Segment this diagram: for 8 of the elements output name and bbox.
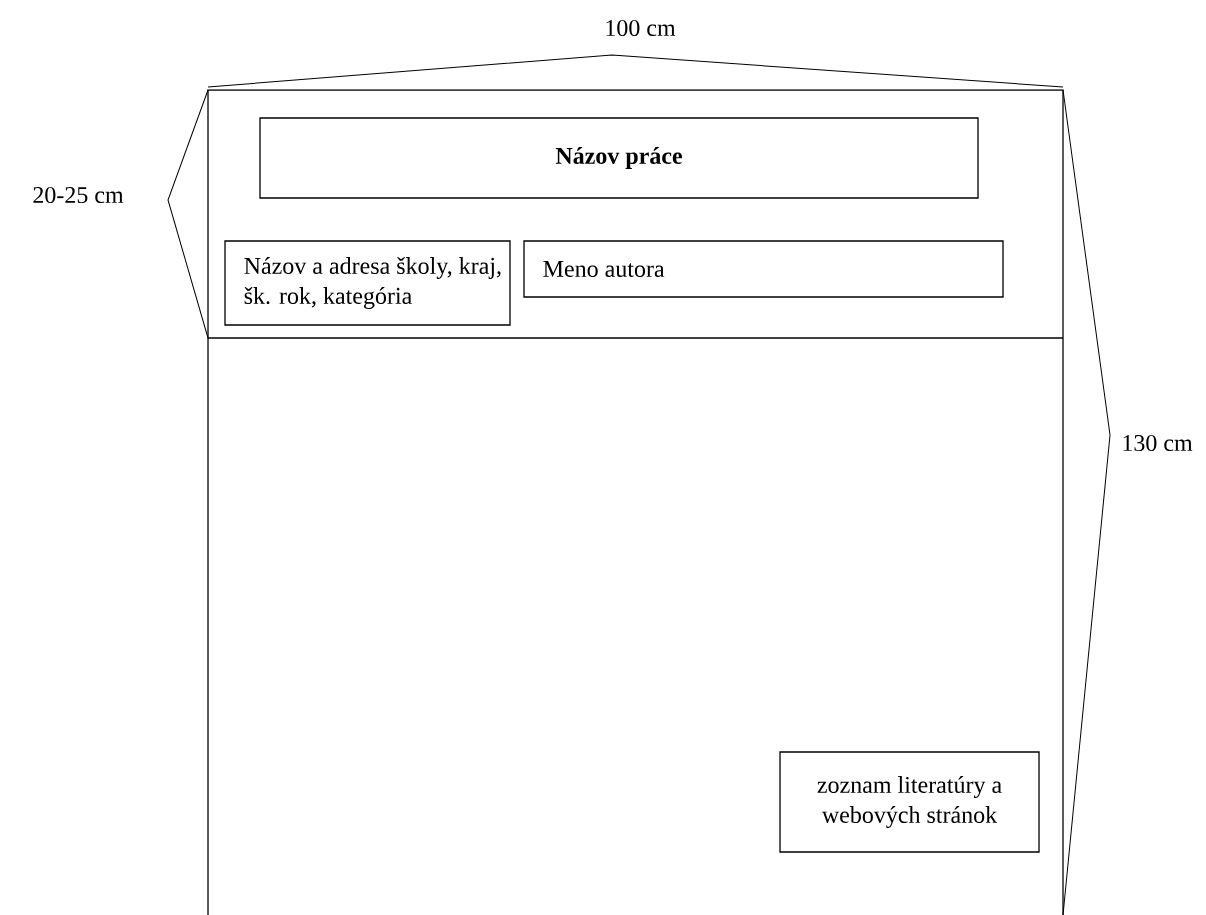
text-box: Názov práce	[259, 117, 979, 199]
poster-outline	[207, 89, 1064, 915]
text-box: zoznam literatúry a webových stránok	[779, 751, 1040, 853]
dimension-label: 100 cm	[606, 19, 676, 37]
text-box: Názov a adresa školy, kraj, šk. rok, kategória	[224, 240, 511, 326]
dimension-label: 130 cm	[1123, 434, 1193, 452]
text-box: Meno autora	[523, 240, 1004, 298]
dimension-label: 20-25 cm	[33, 186, 124, 204]
